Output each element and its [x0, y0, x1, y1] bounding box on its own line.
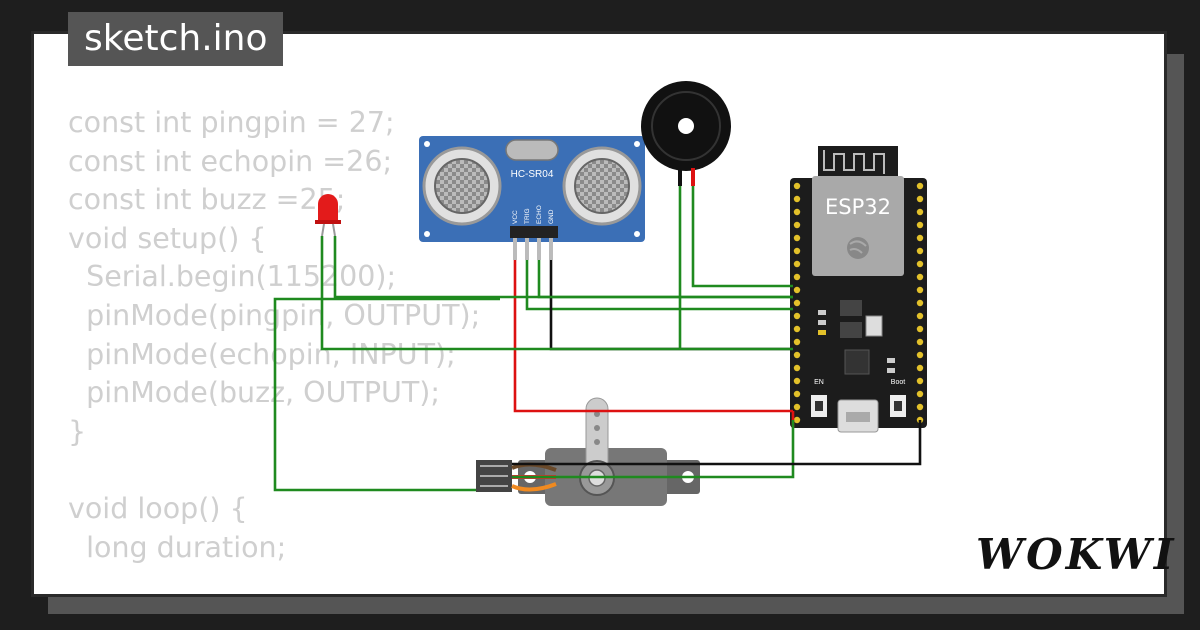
wire-servo-power[interactable] [512, 420, 795, 479]
code-line: pinMode(buzz, OUTPUT); [68, 376, 441, 410]
pin-label-vcc: VCC [512, 210, 519, 224]
wire-echo[interactable] [537, 260, 793, 299]
pin-label-echo: ECHO [536, 205, 543, 224]
esp32-label: ESP32 [825, 195, 891, 219]
code-line: const int echopin =26; [68, 144, 393, 178]
wires [273, 186, 922, 492]
wire-vcc-red[interactable] [513, 260, 793, 413]
wire-led-cathode[interactable] [320, 236, 793, 351]
esp32-board[interactable]: ESP32 EN Boot [790, 146, 927, 433]
file-tab[interactable]: sketch.ino [68, 12, 284, 66]
wire-trig[interactable] [525, 260, 793, 311]
code-line: Serial.begin(115200); [68, 260, 397, 294]
code-line: const int pingpin = 27; [68, 106, 395, 139]
code-line: long duration; [68, 530, 287, 564]
boot-label: Boot [891, 379, 905, 386]
code-line: } [68, 414, 87, 448]
pin-label-trig: TRIG [524, 208, 531, 224]
servo-motor[interactable] [476, 397, 700, 506]
wire-servo-ground[interactable] [512, 420, 922, 466]
wire-led-anode[interactable] [333, 236, 793, 299]
code-line: pinMode(echopin, INPUT); [68, 337, 456, 371]
wire-servo-signal[interactable] [273, 297, 500, 492]
sensor-model: HC-SR04 [511, 169, 554, 180]
wire-buzzer-pos[interactable] [691, 186, 793, 288]
red-led[interactable] [315, 194, 341, 237]
wokwi-logo: WOKWI [976, 530, 1177, 579]
buzzer[interactable] [641, 81, 731, 186]
espressif-logo-icon [847, 237, 869, 259]
wire-gnd-sensor[interactable] [549, 260, 793, 351]
usb-uart-chip [844, 349, 870, 375]
ultrasonic-sensor[interactable]: HC-SR04 VCC TRIG ECHO GND [419, 136, 645, 260]
code-line: void loop() { [68, 491, 248, 525]
code-preview: const int pingpin = 27; const int echopi… [68, 104, 480, 567]
en-label: EN [814, 379, 824, 386]
sensor-crystal [505, 139, 559, 161]
pin-label-gnd: GND [548, 209, 555, 224]
code-line: pinMode(pingpin, OUTPUT); [68, 298, 481, 332]
led-body [318, 194, 338, 222]
code-line: void setup() { [68, 221, 267, 255]
antenna-trace [823, 150, 885, 174]
